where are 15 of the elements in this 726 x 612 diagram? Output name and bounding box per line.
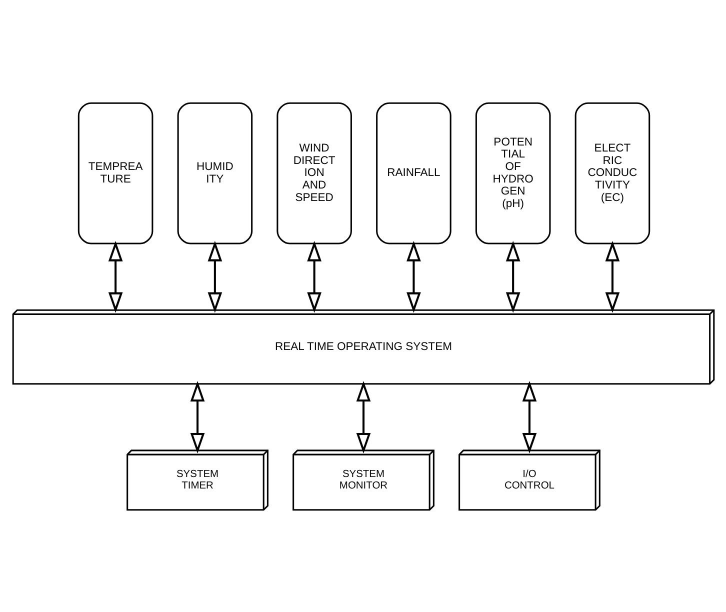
arrow xyxy=(604,240,620,312)
node-box: RAINFALL xyxy=(376,102,451,244)
arrow xyxy=(190,380,204,454)
arrow xyxy=(522,380,536,454)
arrow xyxy=(207,240,222,312)
node-box: POTEN TIAL OF HYDRO GEN (pH) xyxy=(474,102,550,244)
node-box: HUMID ITY xyxy=(176,102,252,244)
arrow xyxy=(108,240,122,312)
node-box: TEMPREA TURE xyxy=(77,102,153,244)
arrow xyxy=(505,240,520,312)
arrow xyxy=(306,240,321,312)
arrow xyxy=(356,380,370,454)
node-box: ELECT RIC CONDUC TIVITY (EC) xyxy=(574,102,650,244)
arrow xyxy=(406,240,420,312)
node-box: WIND DIRECT ION AND SPEED xyxy=(276,102,352,244)
